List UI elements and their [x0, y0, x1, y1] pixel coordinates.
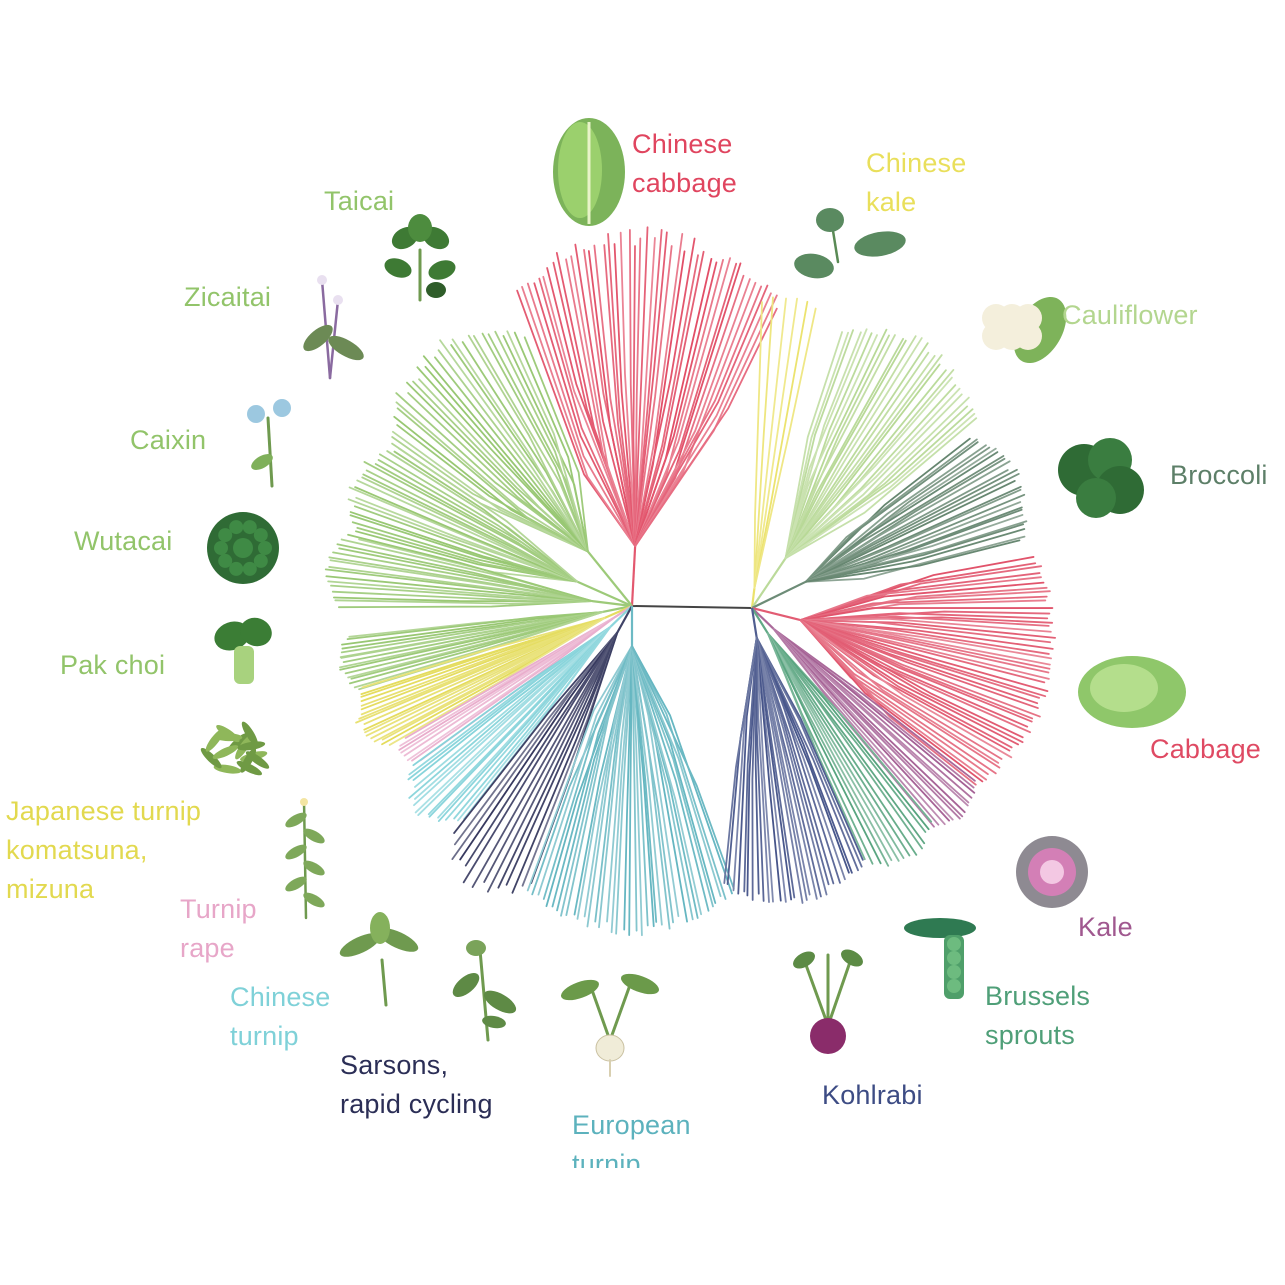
- clade-kohlrabi: [723, 607, 864, 904]
- label-line: komatsuna,: [6, 835, 148, 865]
- kohlrabi-icon: [793, 949, 863, 1054]
- brussels-sprouts-icon: [904, 918, 976, 999]
- pak-choi-icon: [214, 617, 272, 684]
- label-chinese-kale: Chinese kale: [866, 144, 966, 222]
- label-line: Cabbage: [1150, 734, 1261, 764]
- clade-cauliflower: [751, 328, 978, 609]
- label-line: European: [572, 1110, 691, 1140]
- label-line: Turnip: [180, 894, 257, 924]
- label-sarsons: Sarsons, rapid cycling: [340, 1046, 493, 1124]
- chinese-cabbage-icon: [553, 118, 625, 226]
- label-taicai: Taicai: [324, 182, 394, 221]
- clade-taicai: [391, 330, 633, 607]
- label-line: Caixin: [130, 425, 207, 455]
- clade-chinese-cabbage: [516, 226, 778, 607]
- label-line: rapid cycling: [340, 1089, 493, 1119]
- cabbage-icon: [1078, 656, 1186, 728]
- label-line: rape: [180, 933, 235, 963]
- label-line: Taicai: [324, 186, 395, 216]
- clade-zicaitai: [347, 447, 633, 608]
- label-cabbage: Cabbage: [1150, 730, 1261, 769]
- label-chinese-cabbage: Chinese cabbage: [632, 125, 737, 203]
- label-caixin: Caixin: [130, 421, 206, 460]
- clade-brussels-sprouts: [751, 607, 933, 867]
- chinese-kale-icon: [794, 208, 906, 279]
- label-european-turnip: European turnip: [572, 1106, 691, 1168]
- label-line: sprouts: [985, 1020, 1075, 1050]
- label-line: Broccoli: [1170, 460, 1268, 490]
- zicaitai-icon: [303, 275, 364, 380]
- label-line: Sarsons,: [340, 1050, 449, 1080]
- label-line: cabbage: [632, 168, 737, 198]
- label-line: Kohlrabi: [822, 1080, 923, 1110]
- label-turnip-rape: Turnip rape: [180, 890, 257, 968]
- sarsons-icon: [452, 940, 517, 1042]
- european-turnip-icon: [561, 973, 659, 1077]
- clade-european-turnip: [526, 606, 735, 937]
- label-zicaitai: Zicaitai: [184, 278, 271, 317]
- label-line: Zicaitai: [184, 282, 272, 312]
- label-line: Chinese: [230, 982, 331, 1012]
- clade-wutacai: [324, 533, 633, 609]
- label-japanese-turnip: Japanese turnip komatsuna, mizuna: [6, 792, 201, 909]
- label-line: Chinese: [632, 129, 733, 159]
- label-line: Pak choi: [60, 650, 166, 680]
- label-line: Cauliflower: [1062, 300, 1198, 330]
- caixin-icon: [247, 399, 291, 488]
- label-brussels-sprouts: Brussels sprouts: [985, 977, 1090, 1055]
- label-kohlrabi: Kohlrabi: [822, 1076, 923, 1115]
- chinese-turnip-icon: [339, 912, 419, 1007]
- clade-chinese-turnip: [407, 605, 633, 822]
- label-line: turnip: [230, 1021, 299, 1051]
- cauliflower-icon: [982, 296, 1067, 364]
- clade-broccoli: [751, 437, 1028, 609]
- label-kale: Kale: [1078, 908, 1133, 947]
- kale-icon: [1016, 836, 1088, 908]
- label-pak-choi: Pak choi: [60, 646, 165, 685]
- label-line: turnip: [572, 1149, 641, 1168]
- label-line: Japanese turnip: [6, 796, 202, 826]
- label-line: kale: [866, 187, 917, 217]
- vegetable-icons: [200, 118, 1186, 1077]
- japanese-turnip-icon: [200, 721, 270, 776]
- tree-branches: [324, 226, 1057, 937]
- tree-trunk: [631, 605, 753, 609]
- clade-japanese-turnip: [355, 604, 633, 746]
- taicai-icon: [384, 214, 456, 302]
- label-line: Chinese: [866, 148, 967, 178]
- label-wutacai: Wutacai: [74, 522, 172, 561]
- label-line: Brussels: [985, 981, 1091, 1011]
- wutacai-icon: [207, 512, 279, 584]
- label-broccoli: Broccoli: [1170, 456, 1268, 495]
- turnip-rape-icon: [285, 798, 325, 920]
- label-chinese-turnip: Chinese turnip: [230, 978, 330, 1056]
- label-line: mizuna: [6, 874, 95, 904]
- label-line: Wutacai: [74, 526, 173, 556]
- broccoli-icon: [1058, 438, 1144, 518]
- label-line: Kale: [1078, 912, 1133, 942]
- clade-cabbage: [751, 556, 1057, 786]
- clade-chinese-kale: [750, 296, 817, 609]
- label-cauliflower: Cauliflower: [1062, 296, 1198, 335]
